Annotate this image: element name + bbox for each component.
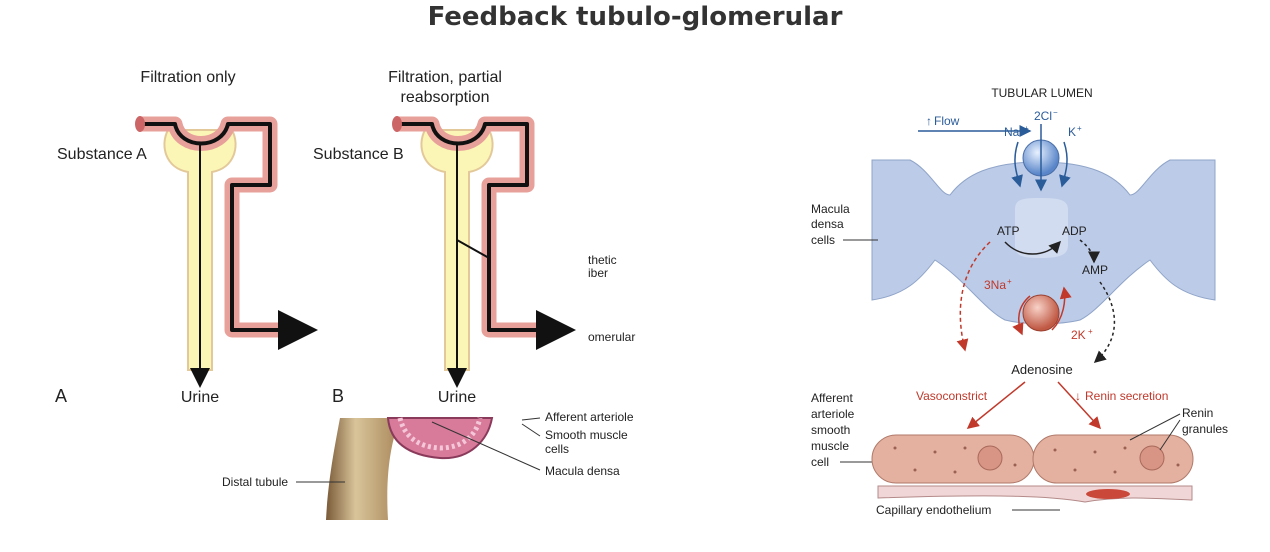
cut-label-1: thetic [588, 253, 617, 267]
cytoplasm-region [1015, 198, 1068, 258]
k-influx-arrow [1059, 141, 1071, 188]
panel-a-substance-label: Substance A [57, 146, 147, 163]
red-blood-cell [1086, 489, 1130, 499]
panel-b-substance-label: Substance B [313, 146, 404, 163]
panel-b: Filtration, partial reabsorption Substan… [313, 69, 576, 406]
atp-dashed-arrow [956, 241, 991, 352]
pump-k-arrow [1051, 286, 1072, 331]
panel-b-letter: B [332, 386, 344, 406]
panel-a-heading: Filtration only [140, 69, 235, 86]
cl-minus-sign: − [1053, 108, 1058, 117]
atp-label: ATP [997, 224, 1019, 238]
panel-b-vessel-end [392, 116, 402, 132]
macula-densa-label: Macula densa [545, 464, 620, 478]
muscle-nucleus-2 [1139, 445, 1165, 471]
afferent-line5: cell [811, 455, 829, 469]
afferent-line2: arteriole [811, 407, 855, 421]
panel-b-reabsorption-line [456, 239, 490, 259]
renin-secretion-label: Renin secretion [1085, 389, 1168, 403]
smooth-muscle-cell-2 [1032, 434, 1194, 484]
panel-a-letter: A [55, 386, 67, 406]
na-ion-label: Na [1004, 125, 1020, 139]
na-plus-sign: + [1024, 124, 1029, 133]
panel-a: Filtration only Substance A Urine A [55, 69, 318, 406]
cut-label-3: omerular [588, 330, 635, 344]
adenosine-label: Adenosine [1011, 362, 1072, 377]
amp-to-adenosine-arrow [1093, 281, 1116, 363]
pump-na-arrow [1012, 295, 1031, 336]
macula-label-line3: cells [811, 233, 835, 247]
renin-granule-dots [893, 446, 1180, 474]
adp-to-amp-arrow [1079, 239, 1100, 264]
panel-b-heading-line2: reabsorption [401, 89, 490, 106]
renin-granules-line1: Renin [1182, 406, 1213, 420]
afferent-arteriole-label: Afferent arteriole [545, 410, 634, 424]
flow-label: Flow [934, 114, 960, 128]
capillary-endothelium-shape [877, 485, 1193, 503]
afferent-line4: muscle [811, 439, 849, 453]
adp-label: ADP [1062, 224, 1087, 238]
panel-b-urine-label: Urine [438, 389, 476, 406]
smooth-muscle-pointer [521, 423, 541, 437]
panel-b-vessel-line [397, 122, 576, 350]
vasoconstrict-label: Vasoconstrict [916, 389, 988, 403]
amp-label: AMP [1082, 263, 1108, 277]
renin-arrow [1057, 381, 1102, 430]
macula-label-line2: densa [811, 217, 844, 231]
cl-ion-label: 2Cl [1034, 109, 1052, 123]
distal-tubule-label: Distal tubule [222, 475, 288, 489]
smooth-muscle-label: Smooth muscle [545, 428, 628, 442]
muscle-nucleus-1 [977, 445, 1003, 471]
distal-tubule-illustration [296, 417, 541, 520]
na-k-atpase-pump [1022, 294, 1060, 332]
k-ion-label: K [1068, 125, 1076, 139]
capillary-label: Capillary endothelium [876, 503, 991, 517]
panel-a-vessel-end [135, 116, 145, 132]
renin-pointer-1 [1129, 413, 1181, 441]
renin-pointer-2 [1159, 419, 1181, 451]
pump-k-plus-sign: + [1088, 327, 1093, 336]
right-panel: TUBULAR LUMEN ↑ Flow Na + 2Cl − K + Macu… [811, 86, 1228, 517]
pump-na-plus-sign: + [1007, 277, 1012, 286]
panel-a-vessel-line [140, 122, 318, 350]
distal-tubule-shape [326, 418, 400, 520]
afferent-pointer [521, 417, 541, 421]
macula-densa-pointer [431, 421, 541, 471]
macula-densa-shape [386, 417, 494, 460]
na-influx-arrow [1011, 141, 1023, 188]
panel-a-urine-label: Urine [181, 389, 219, 406]
renin-granules-line2: granules [1182, 422, 1228, 436]
pump-na-label: 3Na [984, 278, 1006, 292]
vasoconstrict-arrow [966, 381, 1026, 429]
atp-to-adp-arrow [1004, 240, 1062, 255]
tubular-lumen-header: TUBULAR LUMEN [991, 86, 1092, 100]
flow-up-arrow-icon: ↑ [926, 114, 932, 128]
k-plus-sign: + [1077, 124, 1082, 133]
afferent-line1: Afferent [811, 391, 853, 405]
cut-label-2: iber [588, 266, 608, 280]
afferent-line3: smooth [811, 423, 850, 437]
smooth-muscle-cell-1 [871, 434, 1035, 484]
macula-label-line1: Macula [811, 202, 850, 216]
smooth-muscle-cells-label: cells [545, 442, 569, 456]
renin-down-arrow-icon: ↓ [1075, 389, 1081, 403]
panel-b-heading-line1: Filtration, partial [388, 69, 502, 86]
pump-k-label: 2K [1071, 328, 1086, 342]
macula-cells-pattern [397, 417, 483, 451]
page-title: Feedback tubulo-glomerular [427, 2, 843, 32]
